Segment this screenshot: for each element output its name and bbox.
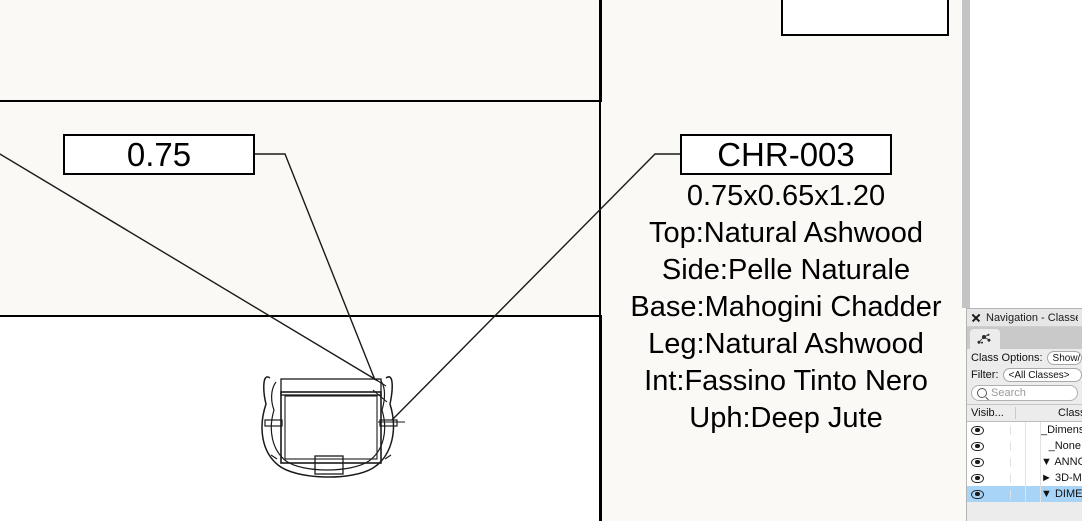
row-col1 [1011, 422, 1026, 438]
disclosure-triangle-icon[interactable]: ▼ [1041, 456, 1052, 468]
class-name-text: ANNOTATION [1054, 456, 1082, 468]
eye-icon[interactable] [971, 473, 984, 483]
spec-line-base: Base:Mahogini Chadder [630, 291, 942, 323]
class-name-cell[interactable]: _Dimension [1041, 424, 1082, 436]
visibility-cell[interactable] [967, 489, 1011, 499]
row-col1 [1011, 438, 1026, 454]
spec-line-int: Int:Fassino Tinto Nero [644, 365, 928, 397]
eye-icon[interactable] [971, 457, 984, 467]
vertical-scrollbar[interactable] [962, 0, 970, 308]
empty-note-box[interactable] [781, 0, 949, 36]
class-list-header[interactable]: Visib... Class Name [967, 404, 1082, 422]
spec-line-top: Top:Natural Ashwood [648, 217, 924, 249]
filter-dropdown[interactable]: <All Classes> [1002, 367, 1082, 382]
class-name-cell[interactable]: ▼ DIMENSIONS [1041, 488, 1082, 500]
row-col1 [1011, 454, 1026, 470]
filter-label: Filter: [971, 368, 999, 381]
column-header-class-name[interactable]: Class Name [1058, 407, 1082, 419]
cad-drawing-canvas[interactable]: 0.75 CHR-003 0.75x0.65x1.20 Top:Natural … [0, 0, 962, 521]
table-row[interactable]: ▼ ANNOTATION [967, 454, 1082, 470]
visibility-cell[interactable] [967, 473, 1011, 483]
class-options-dropdown[interactable]: Show/Snap/Modify Others [1046, 350, 1082, 365]
class-name-cell[interactable]: _None [1048, 440, 1081, 452]
search-row[interactable]: Search [967, 383, 1082, 404]
palette-titlebar[interactable]: Navigation - Classes [967, 309, 1082, 327]
class-options-row[interactable]: Class Options: Show/Snap/Modify Others [967, 349, 1082, 366]
visibility-cell[interactable] [967, 457, 1011, 467]
eye-icon[interactable] [971, 489, 984, 499]
table-row[interactable]: ▼ DIMENSIONS [967, 486, 1082, 502]
row-col1 [1011, 486, 1026, 502]
row-col2 [1026, 422, 1041, 438]
palette-title: Navigation - Classes [986, 311, 1078, 324]
spec-line-dimensions: 0.75x0.65x1.20 [686, 180, 886, 212]
navigation-classes-palette[interactable]: Navigation - Classes Class Options: Show… [966, 308, 1082, 521]
row-col1 [1011, 470, 1026, 486]
row-col2 [1026, 486, 1041, 502]
eye-icon[interactable] [971, 441, 984, 451]
chair-plan-symbol [261, 375, 405, 478]
visibility-cell[interactable] [967, 425, 1011, 435]
class-name-cell[interactable]: ► 3D-MODEL [1041, 472, 1082, 484]
eye-icon[interactable] [971, 425, 984, 435]
table-row[interactable]: _Dimension [967, 422, 1082, 438]
classes-icon [977, 333, 991, 344]
search-input[interactable]: Search [971, 385, 1078, 401]
spec-line-uph: Uph:Deep Jute [689, 402, 883, 434]
search-icon [977, 388, 987, 398]
table-row[interactable]: ► 3D-MODEL [967, 470, 1082, 486]
class-options-label: Class Options: [971, 351, 1043, 364]
column-header-visibility[interactable]: Visib... [967, 407, 1016, 419]
close-icon[interactable] [971, 313, 981, 323]
item-code-tag[interactable]: CHR-003 [680, 134, 892, 175]
cad-geometry [0, 0, 680, 521]
class-list[interactable]: _Dimension _None ▼ ANNOTATION [967, 422, 1082, 502]
table-row[interactable]: _None [967, 438, 1082, 454]
dimension-tag[interactable]: 0.75 [63, 134, 255, 175]
row-col2 [1026, 470, 1041, 486]
spec-line-side: Side:Pelle Naturale [661, 254, 911, 286]
class-name-text: 3D-MODEL [1054, 472, 1082, 484]
filter-row[interactable]: Filter: <All Classes> [967, 366, 1082, 383]
tab-classes[interactable] [970, 329, 1000, 349]
right-sheet-area[interactable]: 3:1:100 [970, 0, 1082, 308]
class-name-cell[interactable]: ▼ ANNOTATION [1041, 456, 1082, 468]
row-col2 [1026, 438, 1041, 454]
specification-text-block[interactable]: 0.75x0.65x1.20 Top:Natural Ashwood Side:… [600, 178, 962, 437]
search-placeholder: Search [991, 387, 1026, 399]
row-col2 [1026, 454, 1041, 470]
disclosure-triangle-icon[interactable]: ► [1041, 472, 1052, 484]
spec-line-leg: Leg:Natural Ashwood [648, 328, 924, 360]
visibility-cell[interactable] [967, 441, 1011, 451]
disclosure-triangle-icon[interactable]: ▼ [1041, 488, 1052, 500]
palette-tabstrip[interactable] [967, 327, 1082, 349]
class-name-text: DIMENSIONS [1054, 488, 1082, 500]
